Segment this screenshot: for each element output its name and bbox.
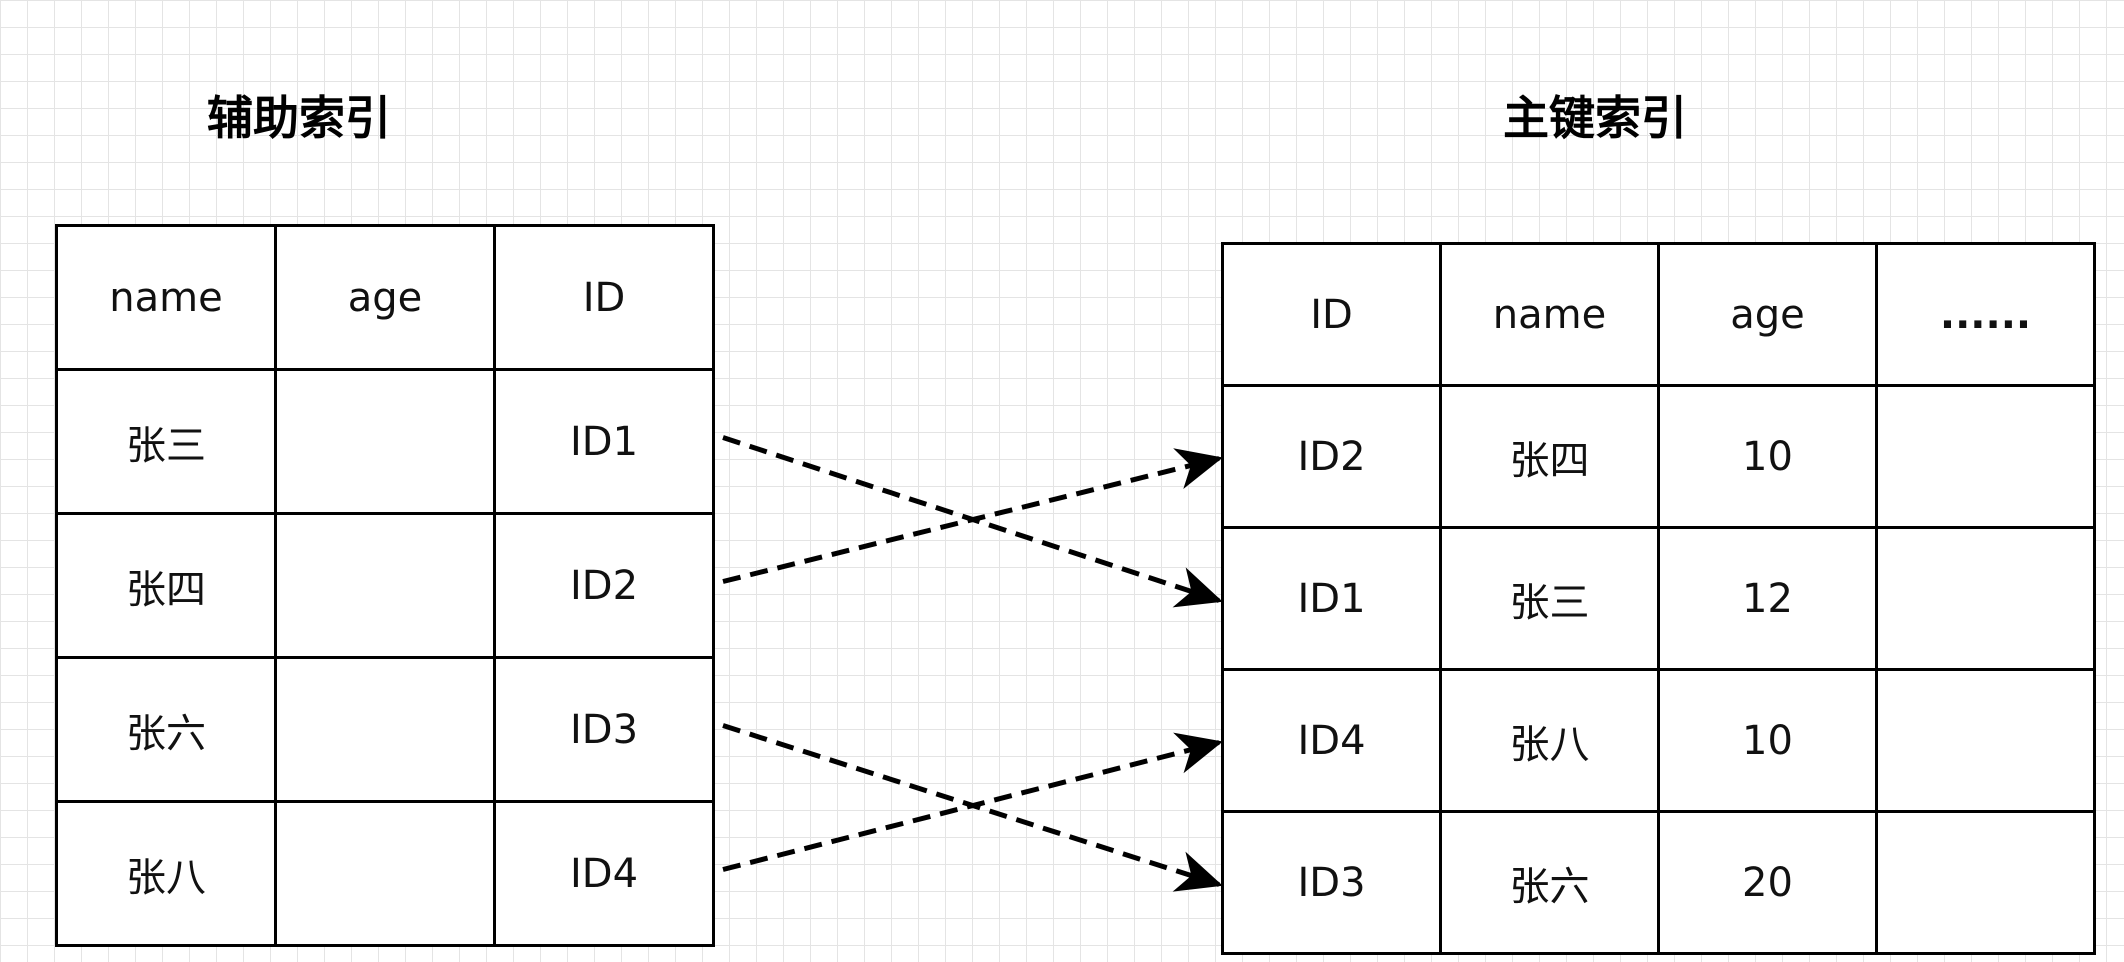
table-row: 张三 ID1 (55, 368, 715, 515)
header-cell-age: age (274, 224, 496, 371)
name-cell: 张三 (55, 368, 277, 515)
header-cell-name: name (55, 224, 277, 371)
arrow-ID4-to-ID4 (722, 732, 1223, 872)
id-cell: ID4 (493, 800, 715, 947)
header-cell-id: ID (493, 224, 715, 371)
extra-cell (1875, 384, 2096, 529)
age-cell: 12 (1657, 526, 1878, 671)
primary-index-table: ID name age ...... ID2 张四 10 ID1 张三 12 I… (1221, 242, 2096, 955)
id-cell: ID1 (493, 368, 715, 515)
name-cell: 张三 (1439, 526, 1660, 671)
age-cell: 10 (1657, 668, 1878, 813)
id-cell: ID4 (1221, 668, 1442, 813)
age-cell (274, 512, 496, 659)
age-cell: 10 (1657, 384, 1878, 529)
arrow-layer (722, 435, 1223, 892)
table-row: ID1 张三 12 (1221, 526, 2096, 671)
table-row: ID2 张四 10 (1221, 384, 2096, 529)
age-cell: 20 (1657, 810, 1878, 955)
secondary-index-title: 辅助索引 (207, 91, 391, 145)
table-row: ID3 张六 20 (1221, 810, 2096, 955)
table-row: 张四 ID2 (55, 512, 715, 659)
table-header-row: ID name age ...... (1221, 242, 2096, 387)
name-cell: 张六 (55, 656, 277, 803)
id-cell: ID3 (1221, 810, 1442, 955)
header-cell-id: ID (1221, 242, 1442, 387)
table-row: ID4 张八 10 (1221, 668, 2096, 813)
id-cell: ID3 (493, 656, 715, 803)
extra-cell (1875, 526, 2096, 671)
age-cell (274, 656, 496, 803)
name-cell: 张八 (55, 800, 277, 947)
header-cell-ellipsis: ...... (1875, 242, 2096, 387)
age-cell (274, 800, 496, 947)
table-row: 张八 ID4 (55, 800, 715, 947)
header-cell-name: name (1439, 242, 1660, 387)
extra-cell (1875, 668, 2096, 813)
extra-cell (1875, 810, 2096, 955)
secondary-index-table: name age ID 张三 ID1 张四 ID2 张六 ID3 张八 ID4 (55, 224, 715, 947)
primary-index-title: 主键索引 (1503, 91, 1687, 145)
table-row: 张六 ID3 (55, 656, 715, 803)
header-cell-age: age (1657, 242, 1878, 387)
name-cell: 张四 (1439, 384, 1660, 529)
arrow-ID2-to-ID2 (722, 448, 1223, 584)
name-cell: 张八 (1439, 668, 1660, 813)
name-cell: 张四 (55, 512, 277, 659)
age-cell (274, 368, 496, 515)
id-cell: ID2 (1221, 384, 1442, 529)
name-cell: 张六 (1439, 810, 1660, 955)
table-header-row: name age ID (55, 224, 715, 371)
id-cell: ID1 (1221, 526, 1442, 671)
id-cell: ID2 (493, 512, 715, 659)
